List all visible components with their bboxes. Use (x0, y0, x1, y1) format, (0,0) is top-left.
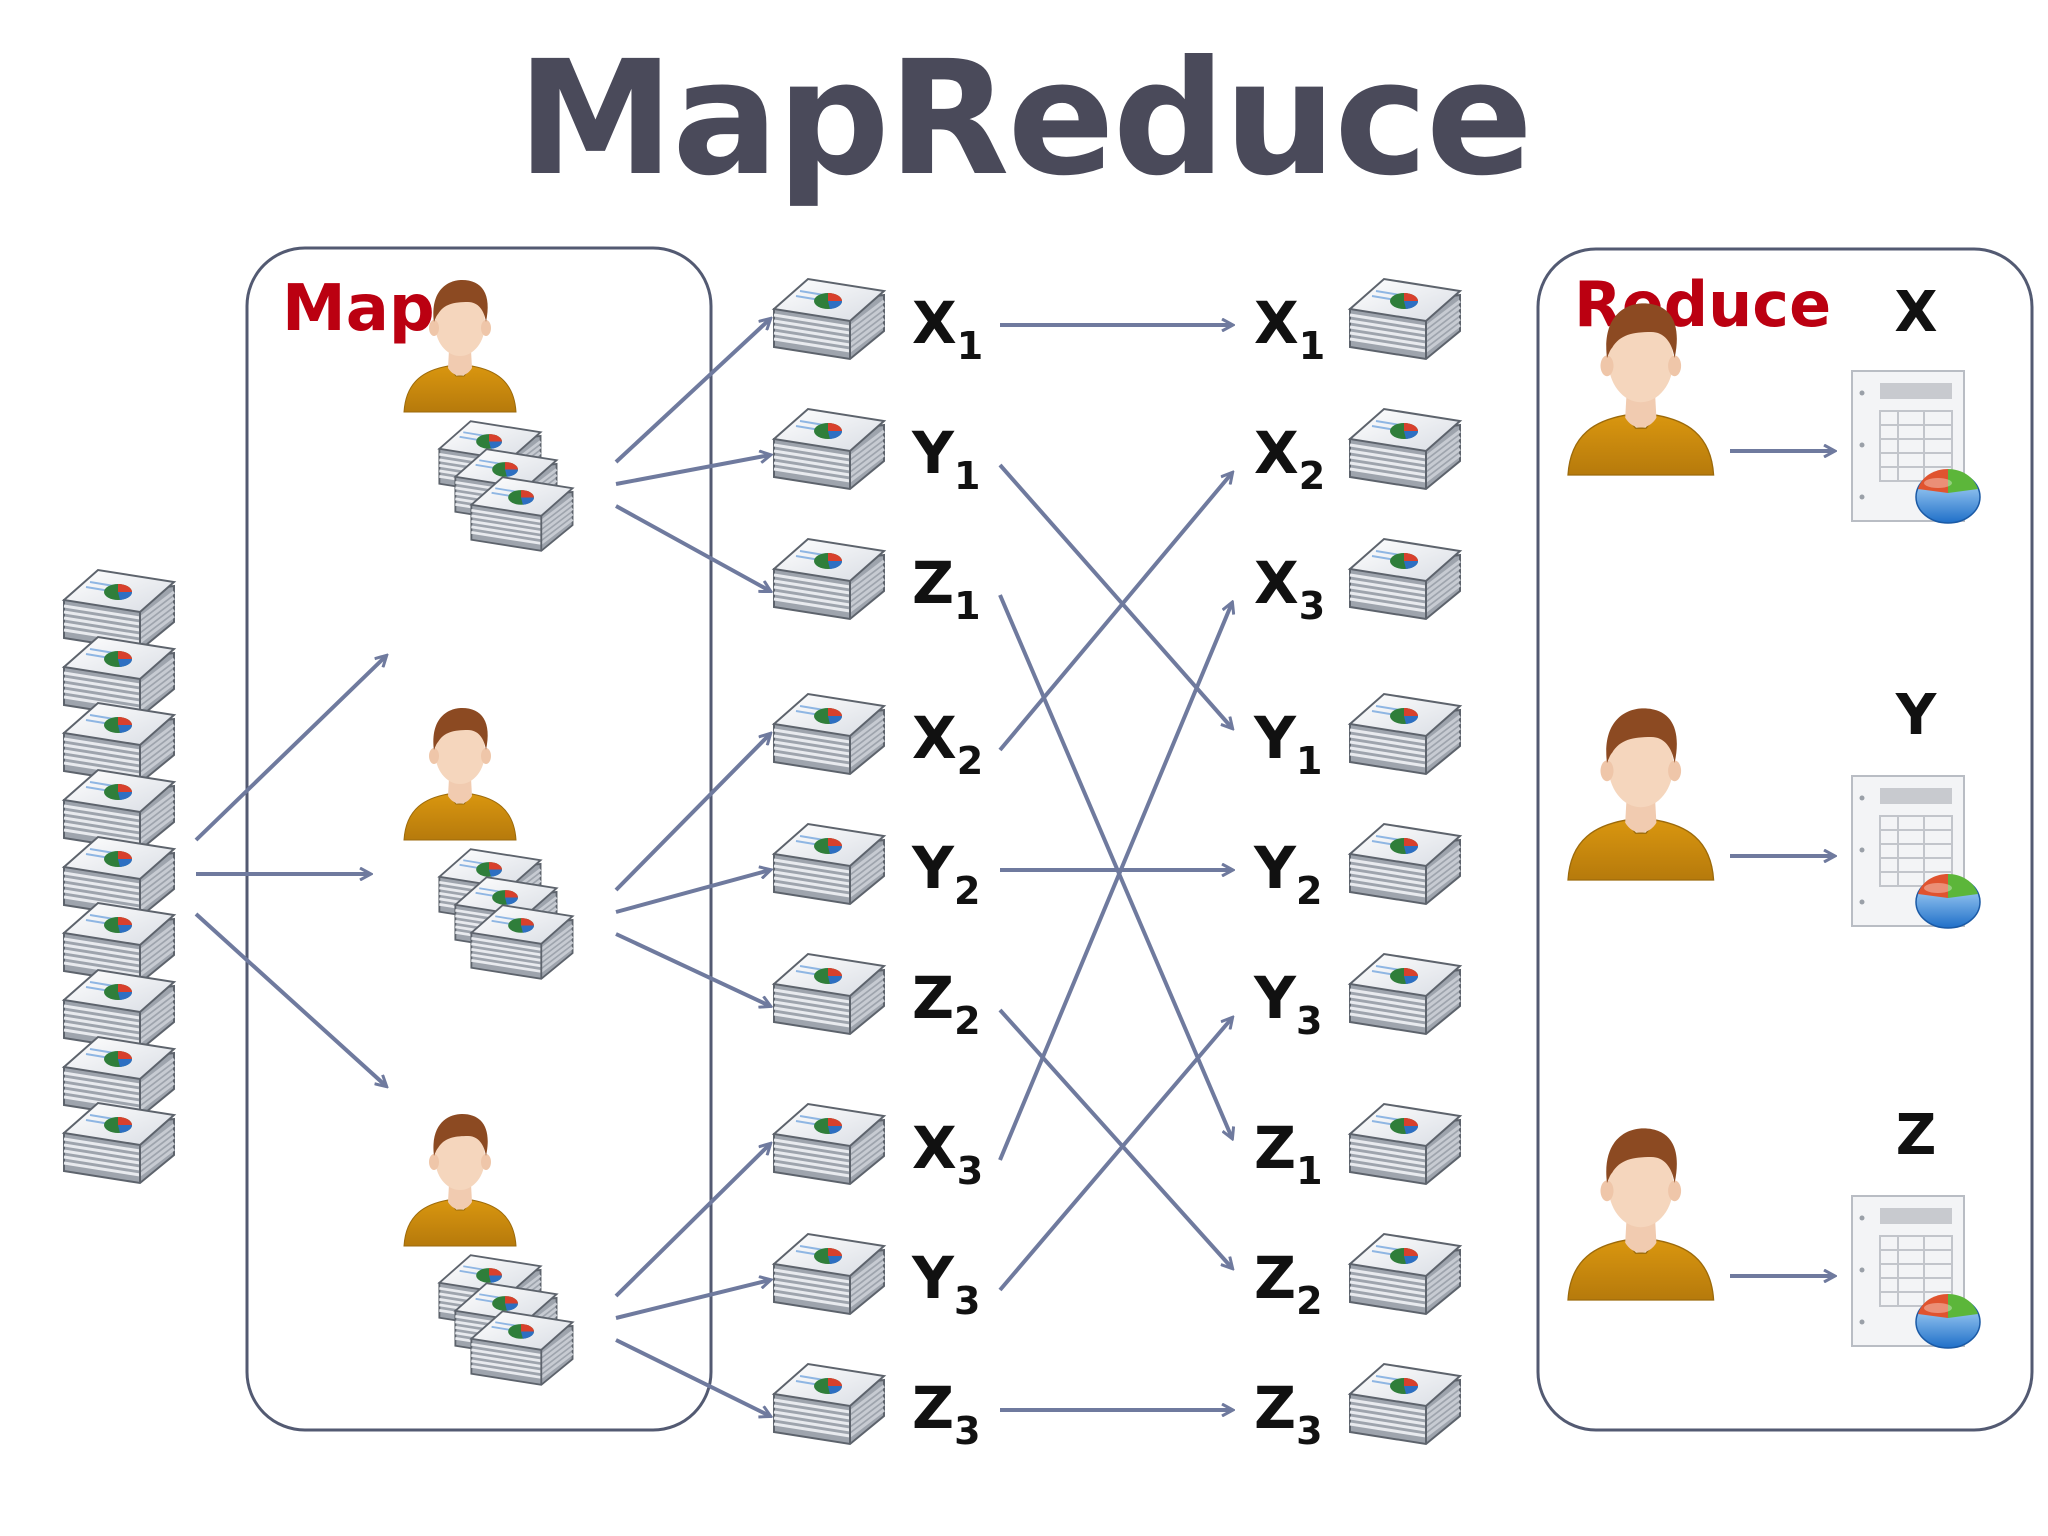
intermediate-label-right: Z2 (1254, 1244, 1323, 1323)
intermediate-document-icon (772, 822, 886, 906)
intermediate-label-right: Y3 (1253, 964, 1322, 1043)
shuffled-document-icon (1348, 537, 1462, 621)
output-label: X (1894, 280, 1937, 345)
intermediate-label-left: Y1 (911, 419, 980, 498)
input-document-icon (62, 901, 176, 985)
mapper-person-icon (403, 707, 517, 841)
input-document-icon (62, 835, 176, 919)
reducer-person-icon (1567, 707, 1715, 881)
map-output-arrow (615, 1338, 770, 1416)
input-document-icon (62, 1101, 176, 1185)
output-label: Y (1895, 683, 1938, 748)
shuffled-document-icon (1348, 692, 1462, 776)
shuffled-document-icon (1348, 1102, 1462, 1186)
mapper-person-icon (403, 1113, 517, 1247)
intermediate-label-left: Y3 (911, 1244, 980, 1323)
input-document-icon (62, 635, 176, 719)
shuffled-document-icon (1348, 822, 1462, 906)
output-report-icon (1851, 1195, 1981, 1349)
intermediate-document-icon (772, 537, 886, 621)
icons-layer (62, 277, 1981, 1446)
shuffle-arrow (998, 1018, 1232, 1292)
intermediate-label-right: Y2 (1253, 834, 1322, 913)
shuffle-arrow (998, 473, 1232, 752)
input-document-icon (62, 768, 176, 852)
intermediate-document-icon (772, 407, 886, 491)
map-output-arrow (615, 455, 770, 486)
map-label: Map (282, 272, 435, 346)
intermediate-label-right: X3 (1254, 549, 1325, 628)
shuffled-document-icon (1348, 952, 1462, 1036)
output-report-icon (1851, 370, 1981, 524)
intermediate-document-icon (772, 1362, 886, 1446)
intermediate-label-right: Y1 (1253, 704, 1322, 783)
reduce-container (1536, 247, 2034, 1432)
intermediate-label-right: Z1 (1254, 1114, 1323, 1193)
map-output-arrow (615, 870, 770, 914)
flow-arrows (194, 319, 1834, 1416)
map-output-arrow (615, 932, 770, 1006)
output-report-icon (1851, 775, 1981, 929)
map-output-arrow (615, 1280, 770, 1320)
map-output-arrow (614, 1144, 770, 1298)
intermediate-label-left: Y2 (911, 834, 980, 913)
intermediate-document-icon (772, 1102, 886, 1186)
intermediate-label-left: Z3 (912, 1374, 981, 1453)
intermediate-label-left: X2 (912, 704, 983, 783)
intermediate-document-icon (772, 692, 886, 776)
input-document-icon (62, 1035, 176, 1119)
map-container (245, 246, 713, 1432)
shuffled-document-icon (1348, 1362, 1462, 1446)
intermediate-label-right: X2 (1254, 419, 1325, 498)
intermediate-label-left: X3 (912, 1114, 983, 1193)
input-document-icon (62, 968, 176, 1052)
map-output-arrow (614, 734, 770, 892)
shuffled-document-icon (1348, 407, 1462, 491)
shuffle-arrow (998, 594, 1232, 1138)
intermediate-label-left: X1 (912, 289, 983, 368)
intermediate-document-icon (772, 277, 886, 361)
intermediate-label-left: Z1 (912, 549, 981, 628)
input-arrow (194, 912, 386, 1086)
intermediate-document-icon (772, 1232, 886, 1316)
page-title: MapReduce (516, 27, 1533, 211)
output-label: Z (1896, 1103, 1937, 1168)
reducer-person-icon (1567, 1127, 1715, 1301)
shuffled-document-icon (1348, 1232, 1462, 1316)
input-arrow (194, 656, 386, 842)
input-document-icon (62, 568, 176, 652)
input-document-icon (62, 701, 176, 785)
shuffled-document-icon (1348, 277, 1462, 361)
intermediate-label-right: X1 (1254, 289, 1325, 368)
shuffle-arrow (998, 1008, 1232, 1268)
intermediate-label-right: Z3 (1254, 1374, 1323, 1453)
intermediate-label-left: Z2 (912, 964, 981, 1043)
map-output-arrow (615, 504, 770, 591)
map-output-arrow (614, 319, 770, 464)
shuffle-arrow (998, 603, 1232, 1161)
intermediate-document-icon (772, 952, 886, 1036)
shuffle-arrow (998, 463, 1232, 728)
